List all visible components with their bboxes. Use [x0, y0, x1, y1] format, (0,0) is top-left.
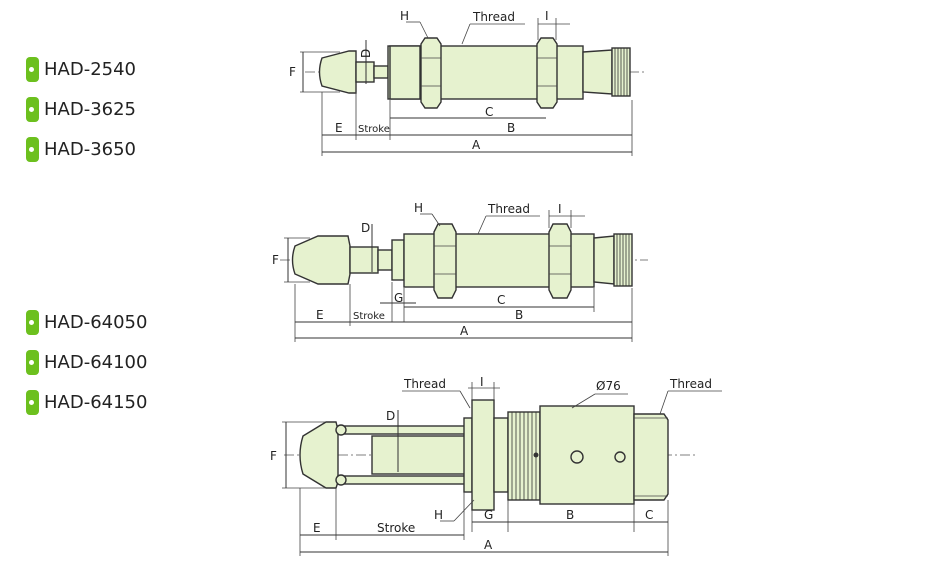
rod-neck	[377, 249, 393, 271]
model-item[interactable]: HAD-3625	[26, 96, 136, 123]
model-list-bottom: HAD-64050 HAD-64100 HAD-64150	[26, 309, 147, 429]
hex-nut-left	[433, 223, 457, 299]
drawing-1: F D H Thread I C E Stroke B A	[289, 9, 645, 156]
label-c: C	[645, 508, 653, 522]
label-thread-right: Thread	[669, 377, 712, 391]
label-a: A	[484, 538, 493, 552]
label-b: B	[515, 308, 523, 322]
label-e: E	[313, 521, 321, 535]
label-d: D	[361, 221, 370, 235]
body-step	[391, 239, 405, 281]
guide-rod-top	[337, 425, 469, 435]
knurl-lines	[614, 48, 628, 96]
piston-rod	[371, 435, 469, 475]
cylinder-tail	[593, 235, 615, 285]
label-thread-left: Thread	[403, 377, 446, 391]
model-item[interactable]: HAD-3650	[26, 136, 136, 163]
model-label: HAD-3625	[44, 99, 137, 120]
label-dia: Ø76	[596, 379, 621, 393]
drawing-2: F D H Thread I G C E Stroke B A	[272, 201, 648, 342]
piston-cap	[299, 421, 339, 489]
flange-right	[493, 417, 509, 493]
label-stroke: Stroke	[377, 521, 415, 535]
hex-nut-right	[548, 223, 572, 299]
model-item[interactable]: HAD-64050	[26, 309, 147, 336]
label-f: F	[272, 253, 279, 267]
label-g: G	[394, 291, 403, 305]
bullet-icon	[26, 137, 39, 162]
label-i: I	[545, 9, 549, 23]
drawing-3: F D Thread I Ø76 Thread H G B C E	[270, 375, 722, 556]
rod-end-top	[335, 424, 347, 436]
rod-neck	[373, 65, 389, 79]
label-h: H	[434, 508, 443, 522]
flange-left	[463, 417, 473, 493]
cylinder-tail	[582, 49, 613, 95]
piston-cap	[318, 50, 357, 94]
label-d: D	[386, 409, 395, 423]
bullet-icon	[26, 390, 39, 415]
label-b: B	[507, 121, 515, 135]
hex-nut-right	[536, 37, 558, 109]
label-f: F	[289, 65, 296, 79]
label-h: H	[414, 201, 423, 215]
plug-screw	[614, 451, 626, 463]
label-h: H	[400, 9, 409, 23]
label-c: C	[485, 105, 493, 119]
piston-rod	[355, 61, 375, 83]
bullet-icon	[26, 310, 39, 335]
piston-cap	[291, 235, 351, 285]
model-label: HAD-64100	[44, 352, 148, 373]
label-stroke: Stroke	[353, 311, 385, 322]
label-i: I	[480, 375, 484, 389]
label-e: E	[316, 308, 324, 322]
model-label: HAD-64150	[44, 392, 148, 413]
label-thread: Thread	[472, 10, 515, 24]
label-e: E	[335, 121, 343, 135]
flange-plate	[471, 399, 495, 511]
rod-end-bottom	[335, 474, 347, 486]
label-c: C	[497, 293, 505, 307]
label-b: B	[566, 508, 574, 522]
label-d: D	[359, 49, 373, 58]
knurl-lines	[616, 234, 630, 286]
model-label: HAD-3650	[44, 139, 137, 160]
label-g: G	[484, 508, 493, 522]
label-thread: Thread	[487, 202, 530, 216]
label-f: F	[270, 449, 277, 463]
piston-rod	[349, 246, 379, 274]
pin	[533, 452, 539, 458]
adjust-screw	[570, 450, 584, 464]
body-collar	[389, 45, 421, 100]
rear-thread	[633, 413, 669, 501]
model-label: HAD-64050	[44, 312, 148, 333]
model-item[interactable]: HAD-64150	[26, 389, 147, 416]
model-list-top: HAD-2540 HAD-3625 HAD-3650	[26, 56, 136, 176]
label-stroke: Stroke	[358, 124, 390, 135]
hex-nut-left	[420, 37, 442, 109]
bullet-icon	[26, 57, 39, 82]
model-item[interactable]: HAD-64100	[26, 349, 147, 376]
guide-rod-bottom	[337, 475, 469, 485]
label-a: A	[472, 138, 481, 152]
bullet-icon	[26, 350, 39, 375]
bullet-icon	[26, 97, 39, 122]
model-item[interactable]: HAD-2540	[26, 56, 136, 83]
label-a: A	[460, 324, 469, 338]
label-i: I	[558, 202, 562, 216]
model-label: HAD-2540	[44, 59, 137, 80]
